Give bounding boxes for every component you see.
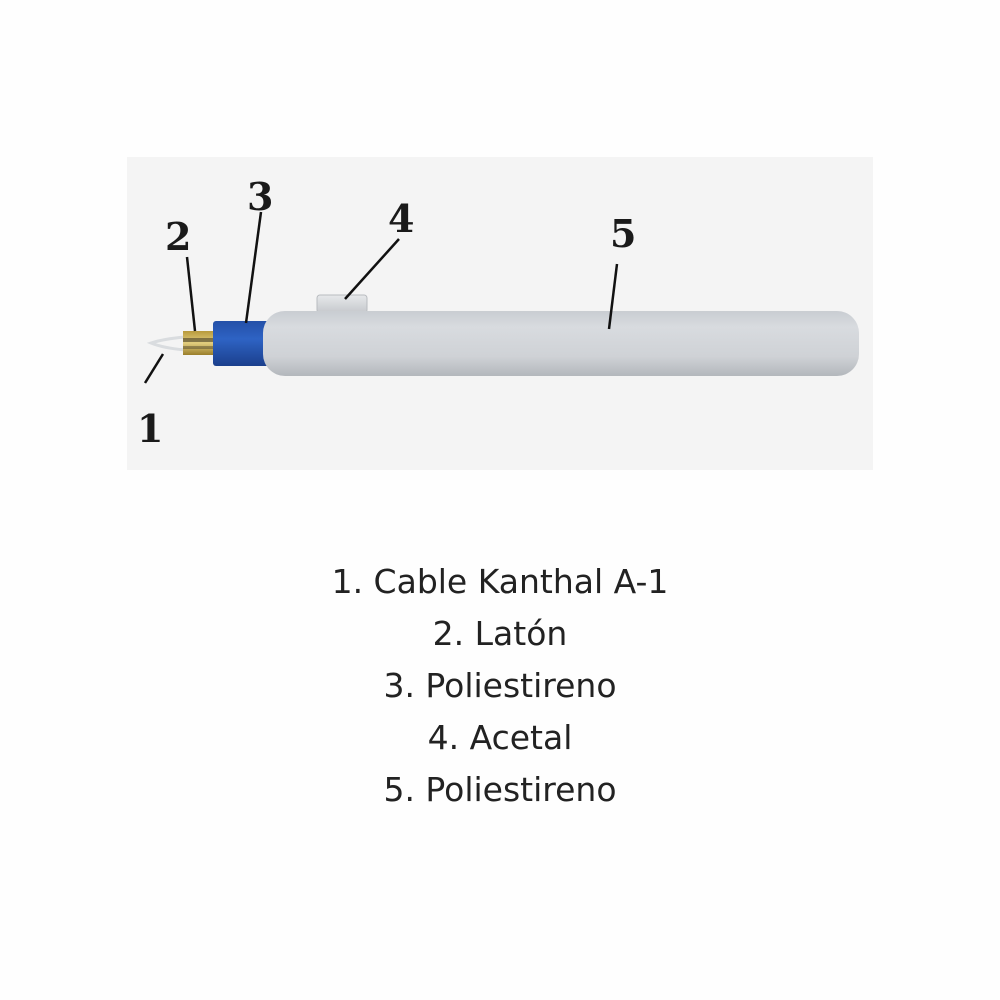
callout-2: 2 <box>165 214 191 259</box>
parts-legend: 1. Cable Kanthal A-1 2. Latón 3. Poliest… <box>0 556 1000 816</box>
legend-item-3: 3. Poliestireno <box>383 666 617 705</box>
clip <box>316 294 368 314</box>
pen-tool-illustration: 1 2 3 4 5 <box>137 174 859 451</box>
callout-3: 3 <box>247 174 273 219</box>
legend-item-1: 1. Cable Kanthal A-1 <box>331 562 669 601</box>
pen-tool-figure: 1 2 3 4 5 <box>127 157 873 470</box>
legend-item-4: 4. Acetal <box>427 718 573 757</box>
callout-5: 5 <box>610 211 636 256</box>
legend-item-2: 2. Latón <box>432 614 568 653</box>
main-body <box>263 311 859 376</box>
brass-tube <box>183 331 213 355</box>
callout-4: 4 <box>388 196 414 241</box>
callout-1: 1 <box>137 406 163 451</box>
blue-collar <box>213 321 269 366</box>
kanthal-wire-tip <box>146 335 186 352</box>
legend-item-5: 5. Poliestireno <box>383 770 617 809</box>
